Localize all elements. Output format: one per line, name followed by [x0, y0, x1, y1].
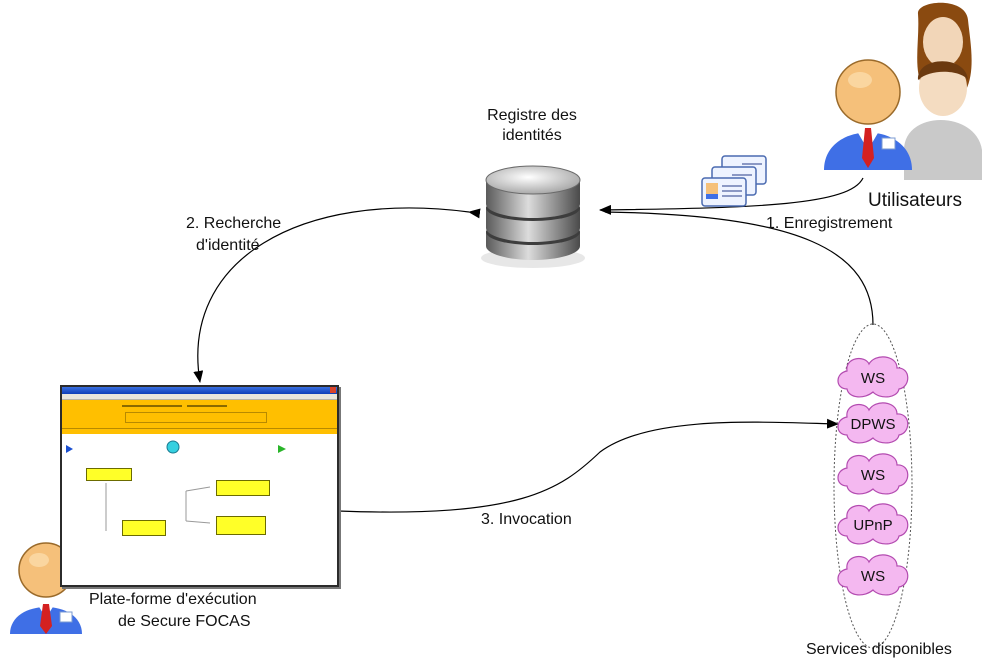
arrow-registration — [599, 177, 864, 215]
step-invocation-label: 3. Invocation — [481, 511, 572, 528]
users-group-icon — [824, 2, 982, 180]
database-icon — [481, 165, 585, 268]
execution-platform-window — [60, 385, 339, 587]
arrow-invocation — [326, 418, 839, 516]
workflow-node — [122, 520, 166, 536]
window-banner — [62, 400, 337, 428]
step-lookup-label-2: d'identité — [196, 237, 260, 254]
workflow-node — [216, 480, 270, 496]
workflow-node — [86, 468, 132, 481]
step-registration-label: 1. Enregistrement — [766, 215, 893, 232]
id-cards-icon — [701, 155, 767, 207]
platform-label-1: Plate-forme d'exécution — [89, 591, 257, 608]
services-label: Services disponibles — [806, 641, 952, 658]
arrow-identity-lookup — [193, 207, 481, 383]
step-lookup-label-1: 2. Recherche — [186, 215, 282, 232]
window-menubar — [62, 394, 337, 400]
services-group-ellipse — [833, 323, 913, 649]
workflow-node — [216, 516, 266, 535]
window-tabstrip — [62, 428, 337, 434]
registry-label: Registre des identités — [487, 107, 577, 144]
arrow-services-to-registry — [604, 211, 874, 326]
workflow-canvas — [66, 436, 331, 576]
close-icon — [330, 387, 336, 393]
workflow-links — [66, 440, 286, 531]
user-icon — [10, 542, 82, 634]
platform-label-2: de Secure FOCAS — [118, 613, 251, 630]
users-label: Utilisateurs — [868, 190, 962, 211]
window-titlebar — [62, 387, 337, 394]
